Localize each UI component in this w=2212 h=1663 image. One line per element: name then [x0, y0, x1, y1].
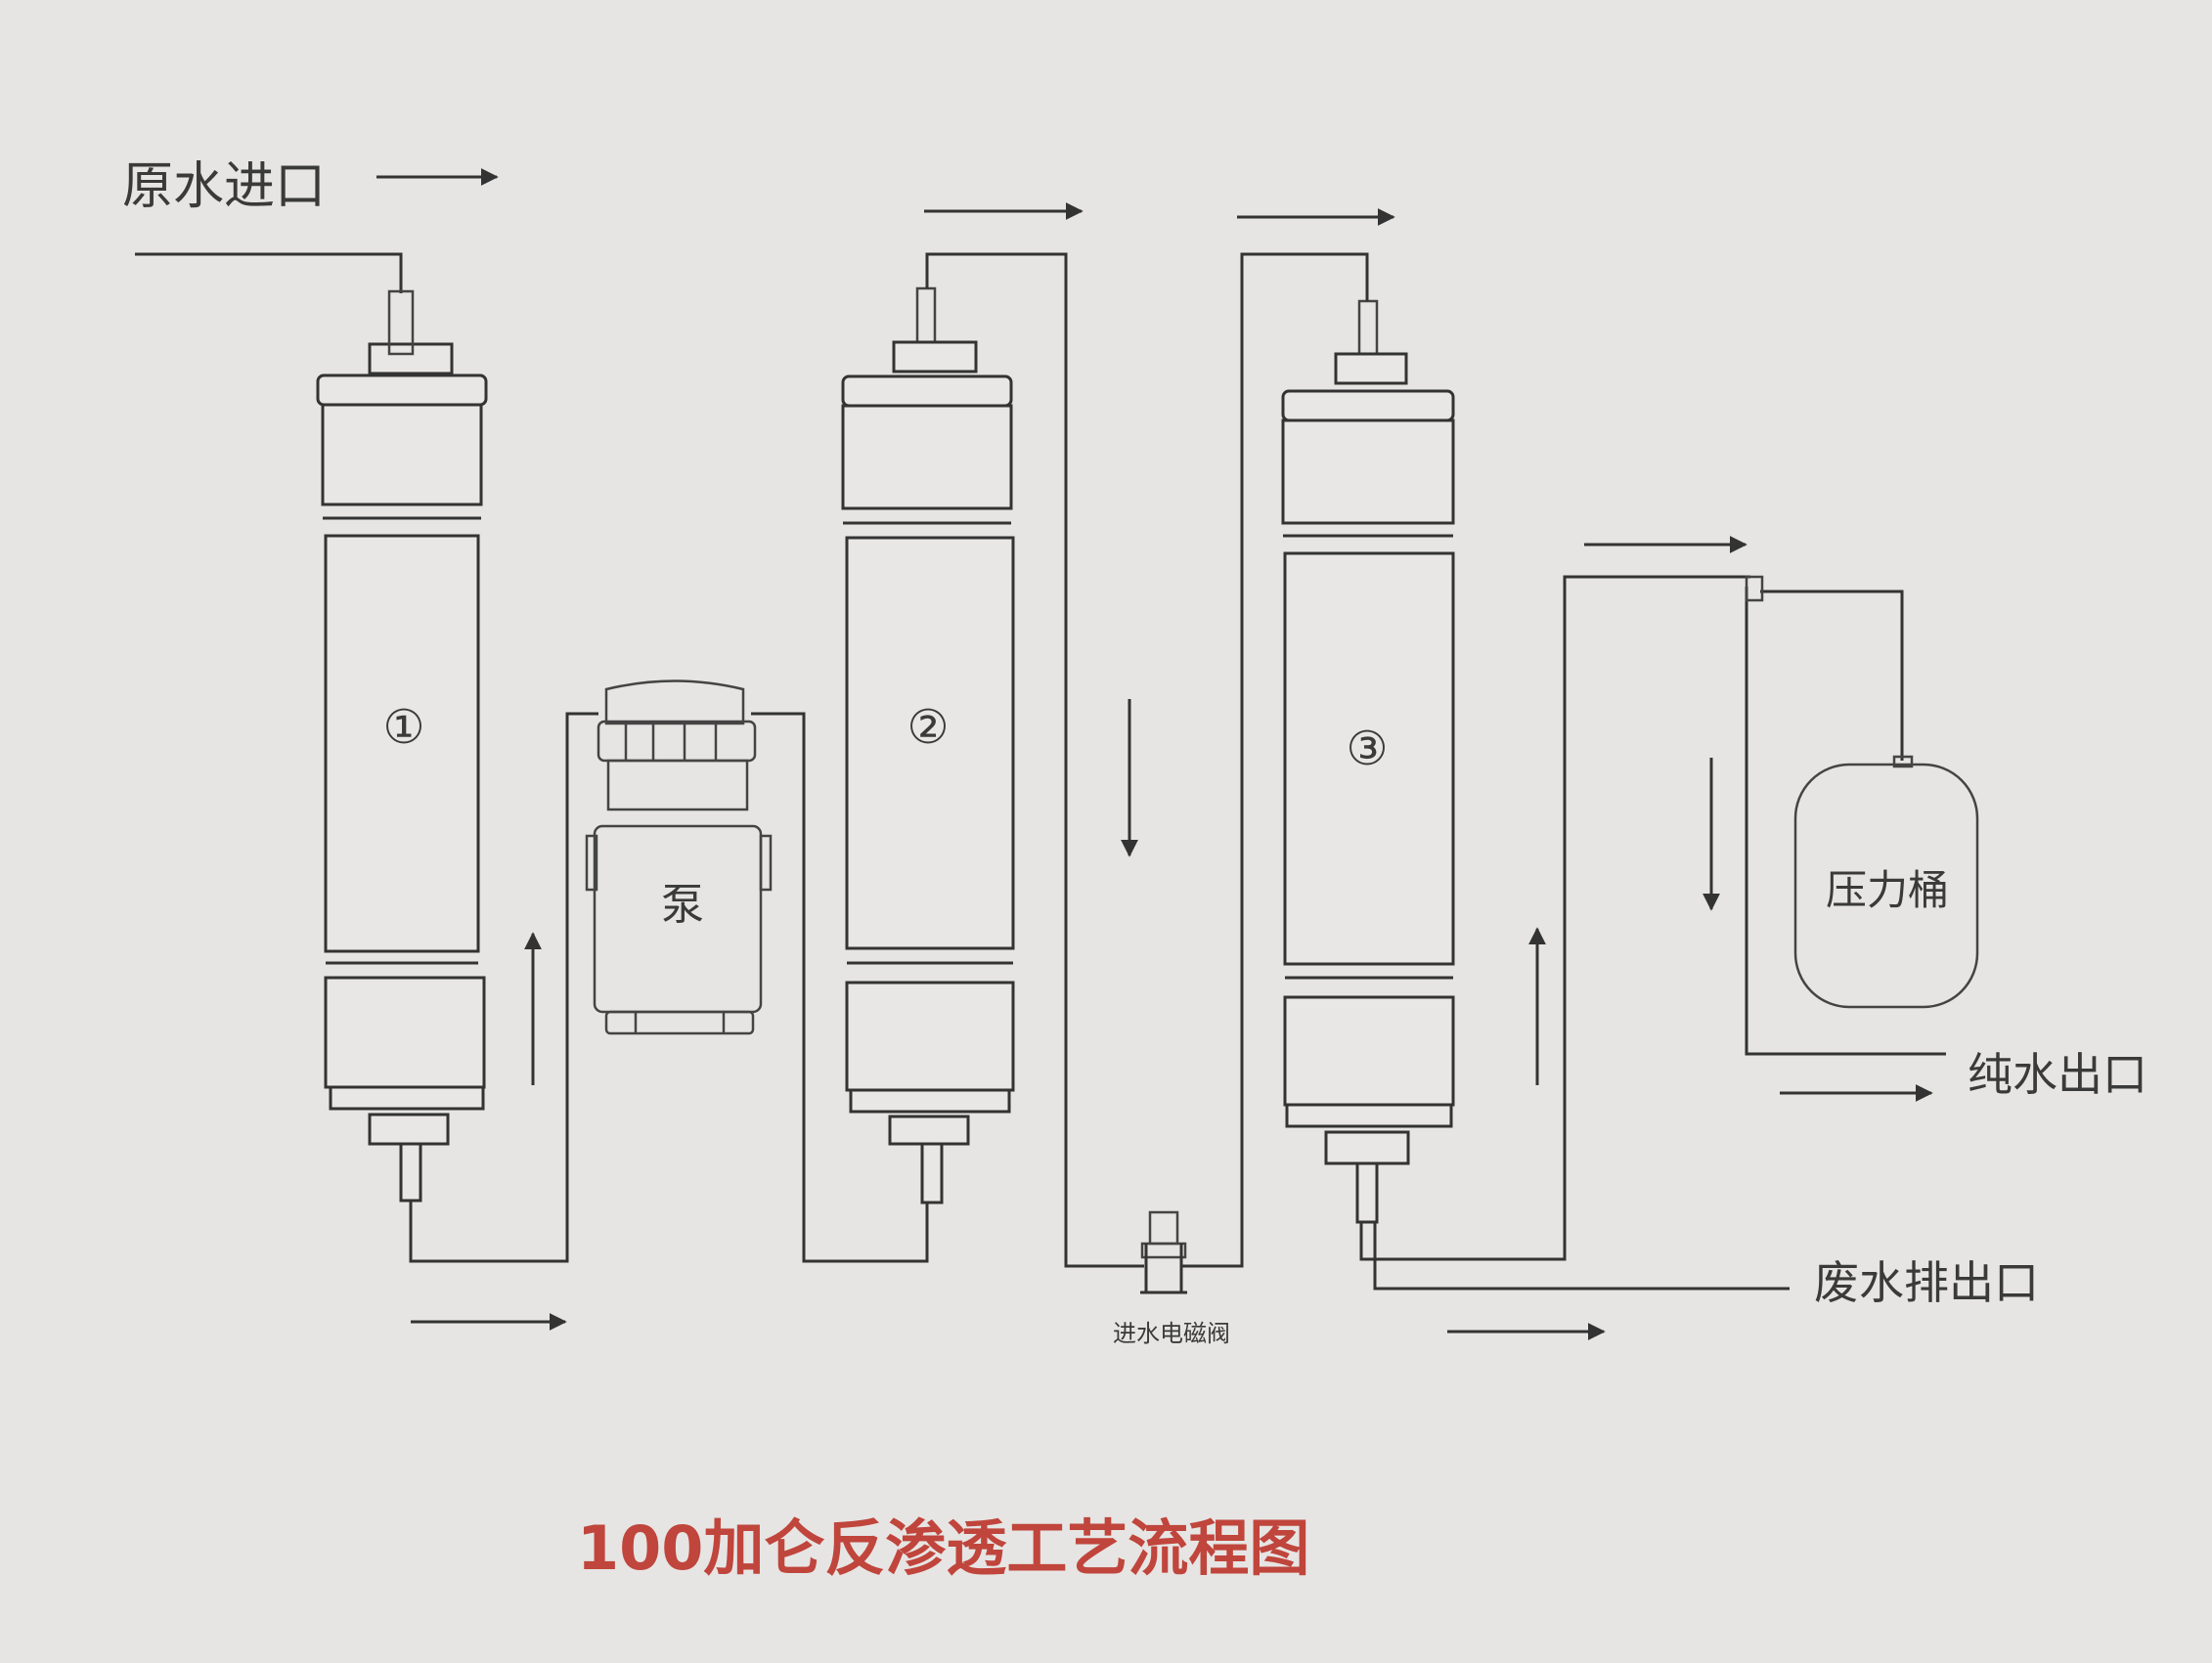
filter-1-label: ① — [382, 700, 424, 755]
pressure-tank-icon — [1793, 755, 1979, 1009]
inlet-solenoid-valve-label: 进水电磁阀 — [1113, 1320, 1230, 1347]
waste-water-outlet-label: 废水排出口 — [1814, 1256, 2039, 1309]
filter-3-label: ③ — [1346, 722, 1388, 776]
raw-water-inlet-label: 原水进口 — [122, 157, 326, 216]
pressure-tank-label: 压力桶 — [1826, 866, 1949, 914]
filter-cartridge-2 — [841, 286, 1015, 1204]
pump-label: 泵 — [661, 880, 704, 930]
filter-1-housing — [324, 534, 480, 953]
pipes — [135, 252, 1946, 1291]
pure-water-outlet-label: 纯水出口 — [1968, 1048, 2147, 1101]
filter-cartridge-3 — [1281, 299, 1455, 1224]
filter-cartridge-1 — [316, 342, 488, 1203]
diagram-title: 100加仑反渗透工艺流程图 — [577, 1512, 1309, 1584]
filter-2-label: ② — [907, 700, 949, 755]
filter-3-housing — [1283, 551, 1455, 966]
inlet-solenoid-valve-icon — [1140, 1210, 1187, 1294]
filter-2-housing — [845, 536, 1015, 950]
pump-icon — [585, 679, 773, 1035]
flow-arrows — [376, 168, 1933, 1340]
filter-1-top-nut — [368, 342, 454, 375]
